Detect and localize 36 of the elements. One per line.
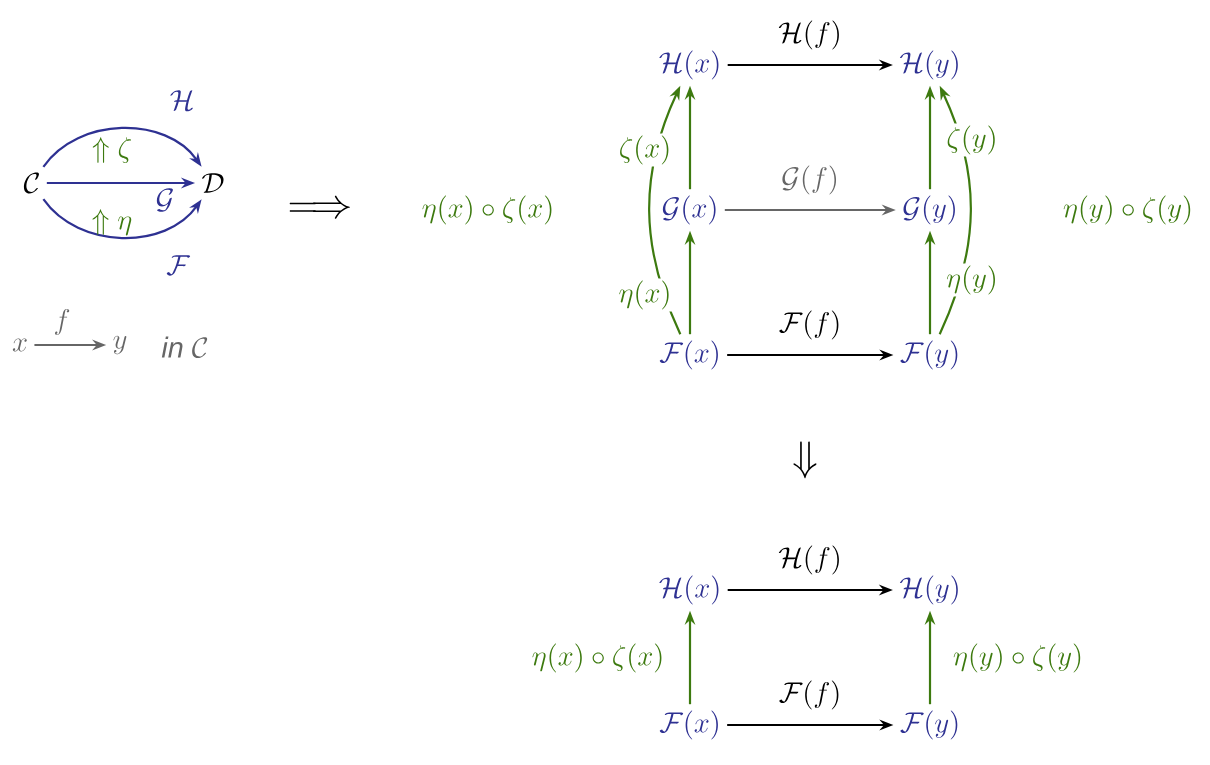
- object-label: $\mathcal{G}(x)$: [662, 195, 716, 225]
- two-cell-arrow: $\Uparrow\eta$: [92, 209, 132, 236]
- edge-label: $f$: [51, 307, 73, 337]
- two-cell-arrow: $\Uparrow\zeta$: [92, 137, 131, 164]
- object-label: $\mathcal{F}(y)$: [900, 710, 958, 740]
- object-label: $\mathcal{F}(x)$: [659, 710, 718, 740]
- edge-label: $\eta(y)\circ\zeta(y)$: [1060, 193, 1196, 227]
- object-label: $\mathcal{H}(y)$: [899, 50, 958, 80]
- edge-label: $\eta(y)$: [944, 263, 1000, 297]
- object-label: $\mathcal{G}(y)$: [903, 195, 955, 225]
- object-label: $\mathcal{H}(x)$: [659, 575, 719, 605]
- edge-label: $\eta(x)\circ\zeta(x)$: [419, 193, 557, 227]
- object-label: $\mathcal{C}$: [23, 172, 39, 194]
- object-label: $x$: [12, 338, 27, 352]
- edge-label: $\mathcal{G}(f)$: [779, 163, 841, 197]
- edge-label: $\mathcal{F}(f)$: [776, 308, 844, 342]
- object-label: $\mathcal{H}(y)$: [899, 575, 958, 605]
- edge-label: $\zeta(x)$: [616, 133, 674, 167]
- object-label: $\mathcal{F}(x)$: [659, 340, 718, 370]
- object-label: $\mathcal{D}$: [202, 173, 224, 193]
- edge-label: $\eta(x)$: [616, 278, 674, 312]
- implication-arrow: $\Longrightarrow$: [289, 195, 350, 219]
- edge-label: $\zeta(y)$: [944, 123, 1000, 157]
- object-label: $y$: [113, 335, 127, 355]
- edge-label: $\mathcal{H}$: [167, 88, 197, 112]
- object-label: $\mathcal{H}(x)$: [659, 50, 719, 80]
- edge-label: $\mathcal{H}(f)$: [776, 18, 844, 52]
- edge-label: $\eta(y)\circ\zeta(y)$: [950, 641, 1086, 675]
- edge-label: $\mathcal{G}$: [153, 186, 177, 214]
- edge-label: $\mathcal{F}(f)$: [776, 678, 844, 712]
- edge-label: $\eta(x)\circ\zeta(x)$: [529, 641, 667, 675]
- edge-label: $\mathcal{F}$: [164, 253, 192, 277]
- object-label: $\mathcal{F}(y)$: [900, 340, 958, 370]
- category-note: $\mathit{in}\ \mathcal{C}$: [161, 336, 208, 359]
- edge-label: $\mathcal{H}(f)$: [776, 543, 844, 577]
- implication-arrow: $\Downarrow$: [793, 441, 817, 479]
